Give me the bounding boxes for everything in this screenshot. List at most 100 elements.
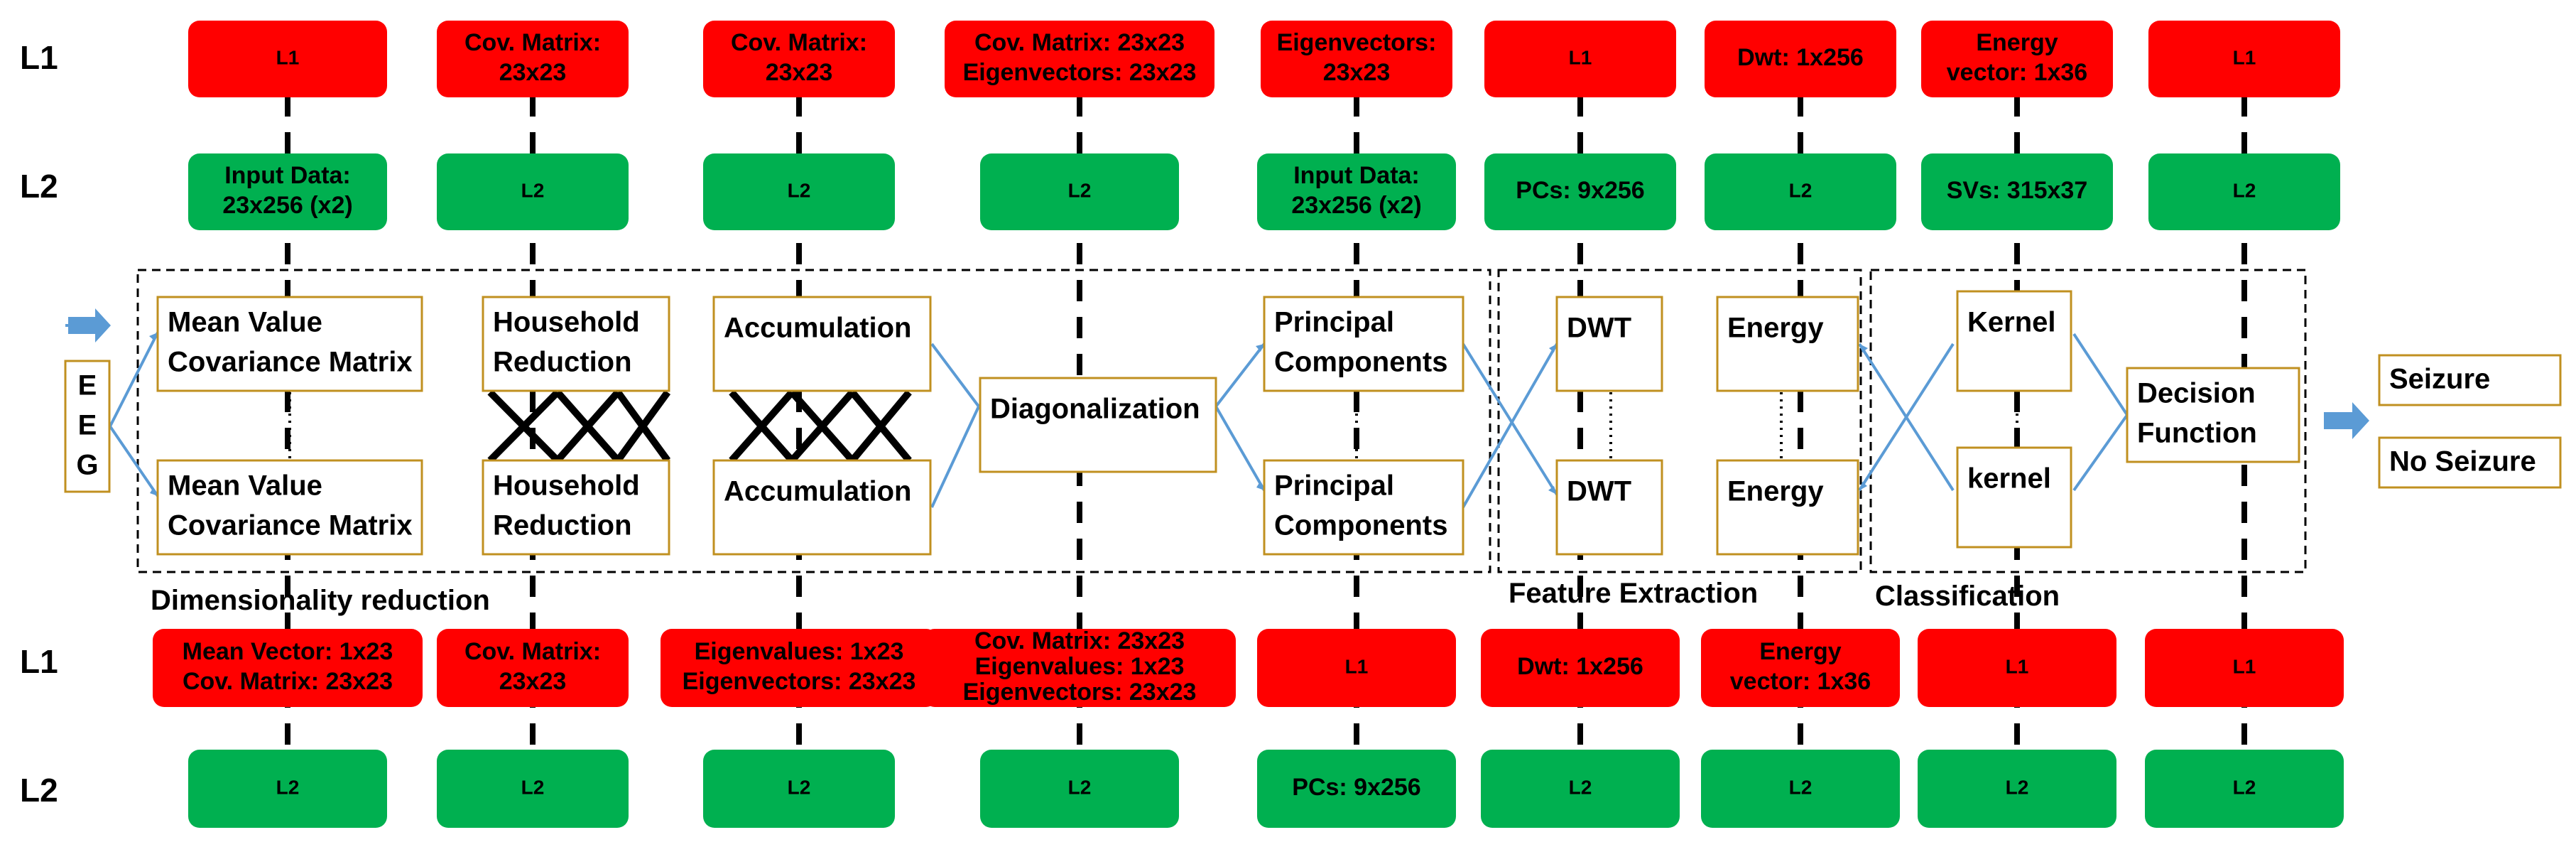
arrowhead <box>1549 344 1557 352</box>
mem-box-col8-bot-l2: L2 <box>1918 750 2116 828</box>
block-label: DWT <box>1567 476 1631 507</box>
mem-box-bg <box>1921 21 2113 97</box>
feature-section-box <box>1497 269 1862 573</box>
mem-box-col5-top-l2: Input Data:23x256 (x2) <box>1257 153 1456 230</box>
mem-box-text: Input Data:23x256 (x2) <box>1291 162 1421 219</box>
arrowhead <box>1256 344 1264 352</box>
mem-box-bg <box>1701 629 1900 707</box>
conn-acc-diag-bot <box>930 406 980 508</box>
mem-box-bg <box>2148 153 2340 230</box>
mem-box-bg <box>2148 21 2340 97</box>
block-frame <box>1555 296 1663 392</box>
mem-box-bg <box>980 750 1179 828</box>
mem-box-col6-top-l2: PCs: 9x256 <box>1484 153 1676 230</box>
mem-box-bg <box>1484 153 1676 230</box>
mem-box-col3-top-l1: Cov. Matrix:23x23 <box>703 21 895 97</box>
mem-box-text: Eigenvectors:23x23 <box>1277 29 1437 86</box>
conn-pc-dwt-cross2 <box>1462 343 1558 508</box>
arrowhead <box>149 333 158 341</box>
arrowhead <box>150 487 158 496</box>
mem-box-col1-top-l2: Input Data:23x256 (x2) <box>188 153 387 230</box>
mem-box-bg <box>188 21 387 97</box>
row-label-top-l1: L1 <box>20 39 58 76</box>
block-acc-top: Accumulation <box>712 296 932 392</box>
input-arrow-icon <box>68 308 111 342</box>
mem-box-bg <box>2145 629 2344 707</box>
mem-box-text: Cov. Matrix:23x23 <box>731 29 867 86</box>
block-label: DWT <box>1567 313 1631 344</box>
block-frame <box>482 459 670 556</box>
arrowhead <box>1859 344 1868 352</box>
mem-box-text: SVs: 315x37 <box>1947 177 2088 204</box>
arrowhead <box>1256 482 1264 490</box>
mem-box-col1-top-l1: L1 <box>188 21 387 97</box>
output-frame <box>2378 436 2562 489</box>
mem-box-text: L1 <box>2233 655 2256 677</box>
mem-box-col4-top-l2: L2 <box>980 153 1179 230</box>
block-label: Accumulation <box>724 476 911 507</box>
mem-box-col4-bot-l2: L2 <box>980 750 1179 828</box>
mem-box-bg <box>1705 153 1896 230</box>
block-frame <box>712 459 932 556</box>
cross-connectors <box>487 389 912 463</box>
output-label: No Seizure <box>2389 446 2536 478</box>
mem-box-col9-bot-l2: L2 <box>2145 750 2344 828</box>
eeg-frame <box>64 360 111 493</box>
mem-box-bg <box>2145 750 2344 828</box>
section-label-classification: Classification <box>1875 581 2060 612</box>
block-label: kernel <box>1967 463 2051 495</box>
mem-box-text: L1 <box>1569 46 1592 68</box>
mem-box-text: L2 <box>788 776 811 798</box>
block-label: Kernel <box>1967 307 2056 338</box>
conn-acc-diag-top <box>930 342 980 408</box>
mem-box-bg <box>703 21 895 97</box>
block-frame <box>1555 459 1663 556</box>
mem-box-col2-top-l1: Cov. Matrix:23x23 <box>437 21 629 97</box>
output-no-seizure: No Seizure <box>2378 436 2562 489</box>
block-dwt-top: DWT <box>1555 296 1663 392</box>
mem-box-bg <box>437 153 629 230</box>
mem-box-text: L2 <box>521 776 545 798</box>
mem-box-bg <box>1705 21 1896 97</box>
block-frame <box>979 377 1217 473</box>
mem-box-bg <box>1257 629 1456 707</box>
mem-box-bg <box>661 629 938 707</box>
mem-box-text: L2 <box>1569 776 1592 798</box>
mem-box-bg <box>1921 153 2113 230</box>
mem-box-col9-top-l1: L1 <box>2148 21 2340 97</box>
mem-box-bg <box>703 153 895 230</box>
conn-kernel-decision-bot <box>2072 414 2129 492</box>
row-label-top-l2: L2 <box>20 168 58 205</box>
mem-box-bg <box>923 629 1236 707</box>
block-dwt-bot: DWT <box>1555 459 1663 556</box>
mem-box-col5-top-l1: Eigenvectors:23x23 <box>1261 21 1452 97</box>
mem-box-text: L1 <box>1345 655 1369 677</box>
block-frame <box>1956 446 2072 549</box>
mem-box-col7-top-l1: Dwt: 1x256 <box>1705 21 1896 97</box>
section-label-dimred: Dimensionality reduction <box>151 585 490 616</box>
mem-box-text: PCs: 9x256 <box>1292 774 1420 801</box>
mem-box-bg <box>980 153 1179 230</box>
mem-box-col8-bot-l1: L1 <box>1918 629 2116 707</box>
block-kernel-top: Kernel <box>1956 290 2072 392</box>
output-seizure: Seizure <box>2378 354 2562 406</box>
dimred-section-box <box>136 269 1491 573</box>
mem-box-text: Dwt: 1x256 <box>1517 653 1643 680</box>
mem-box-text: L2 <box>1068 776 1092 798</box>
